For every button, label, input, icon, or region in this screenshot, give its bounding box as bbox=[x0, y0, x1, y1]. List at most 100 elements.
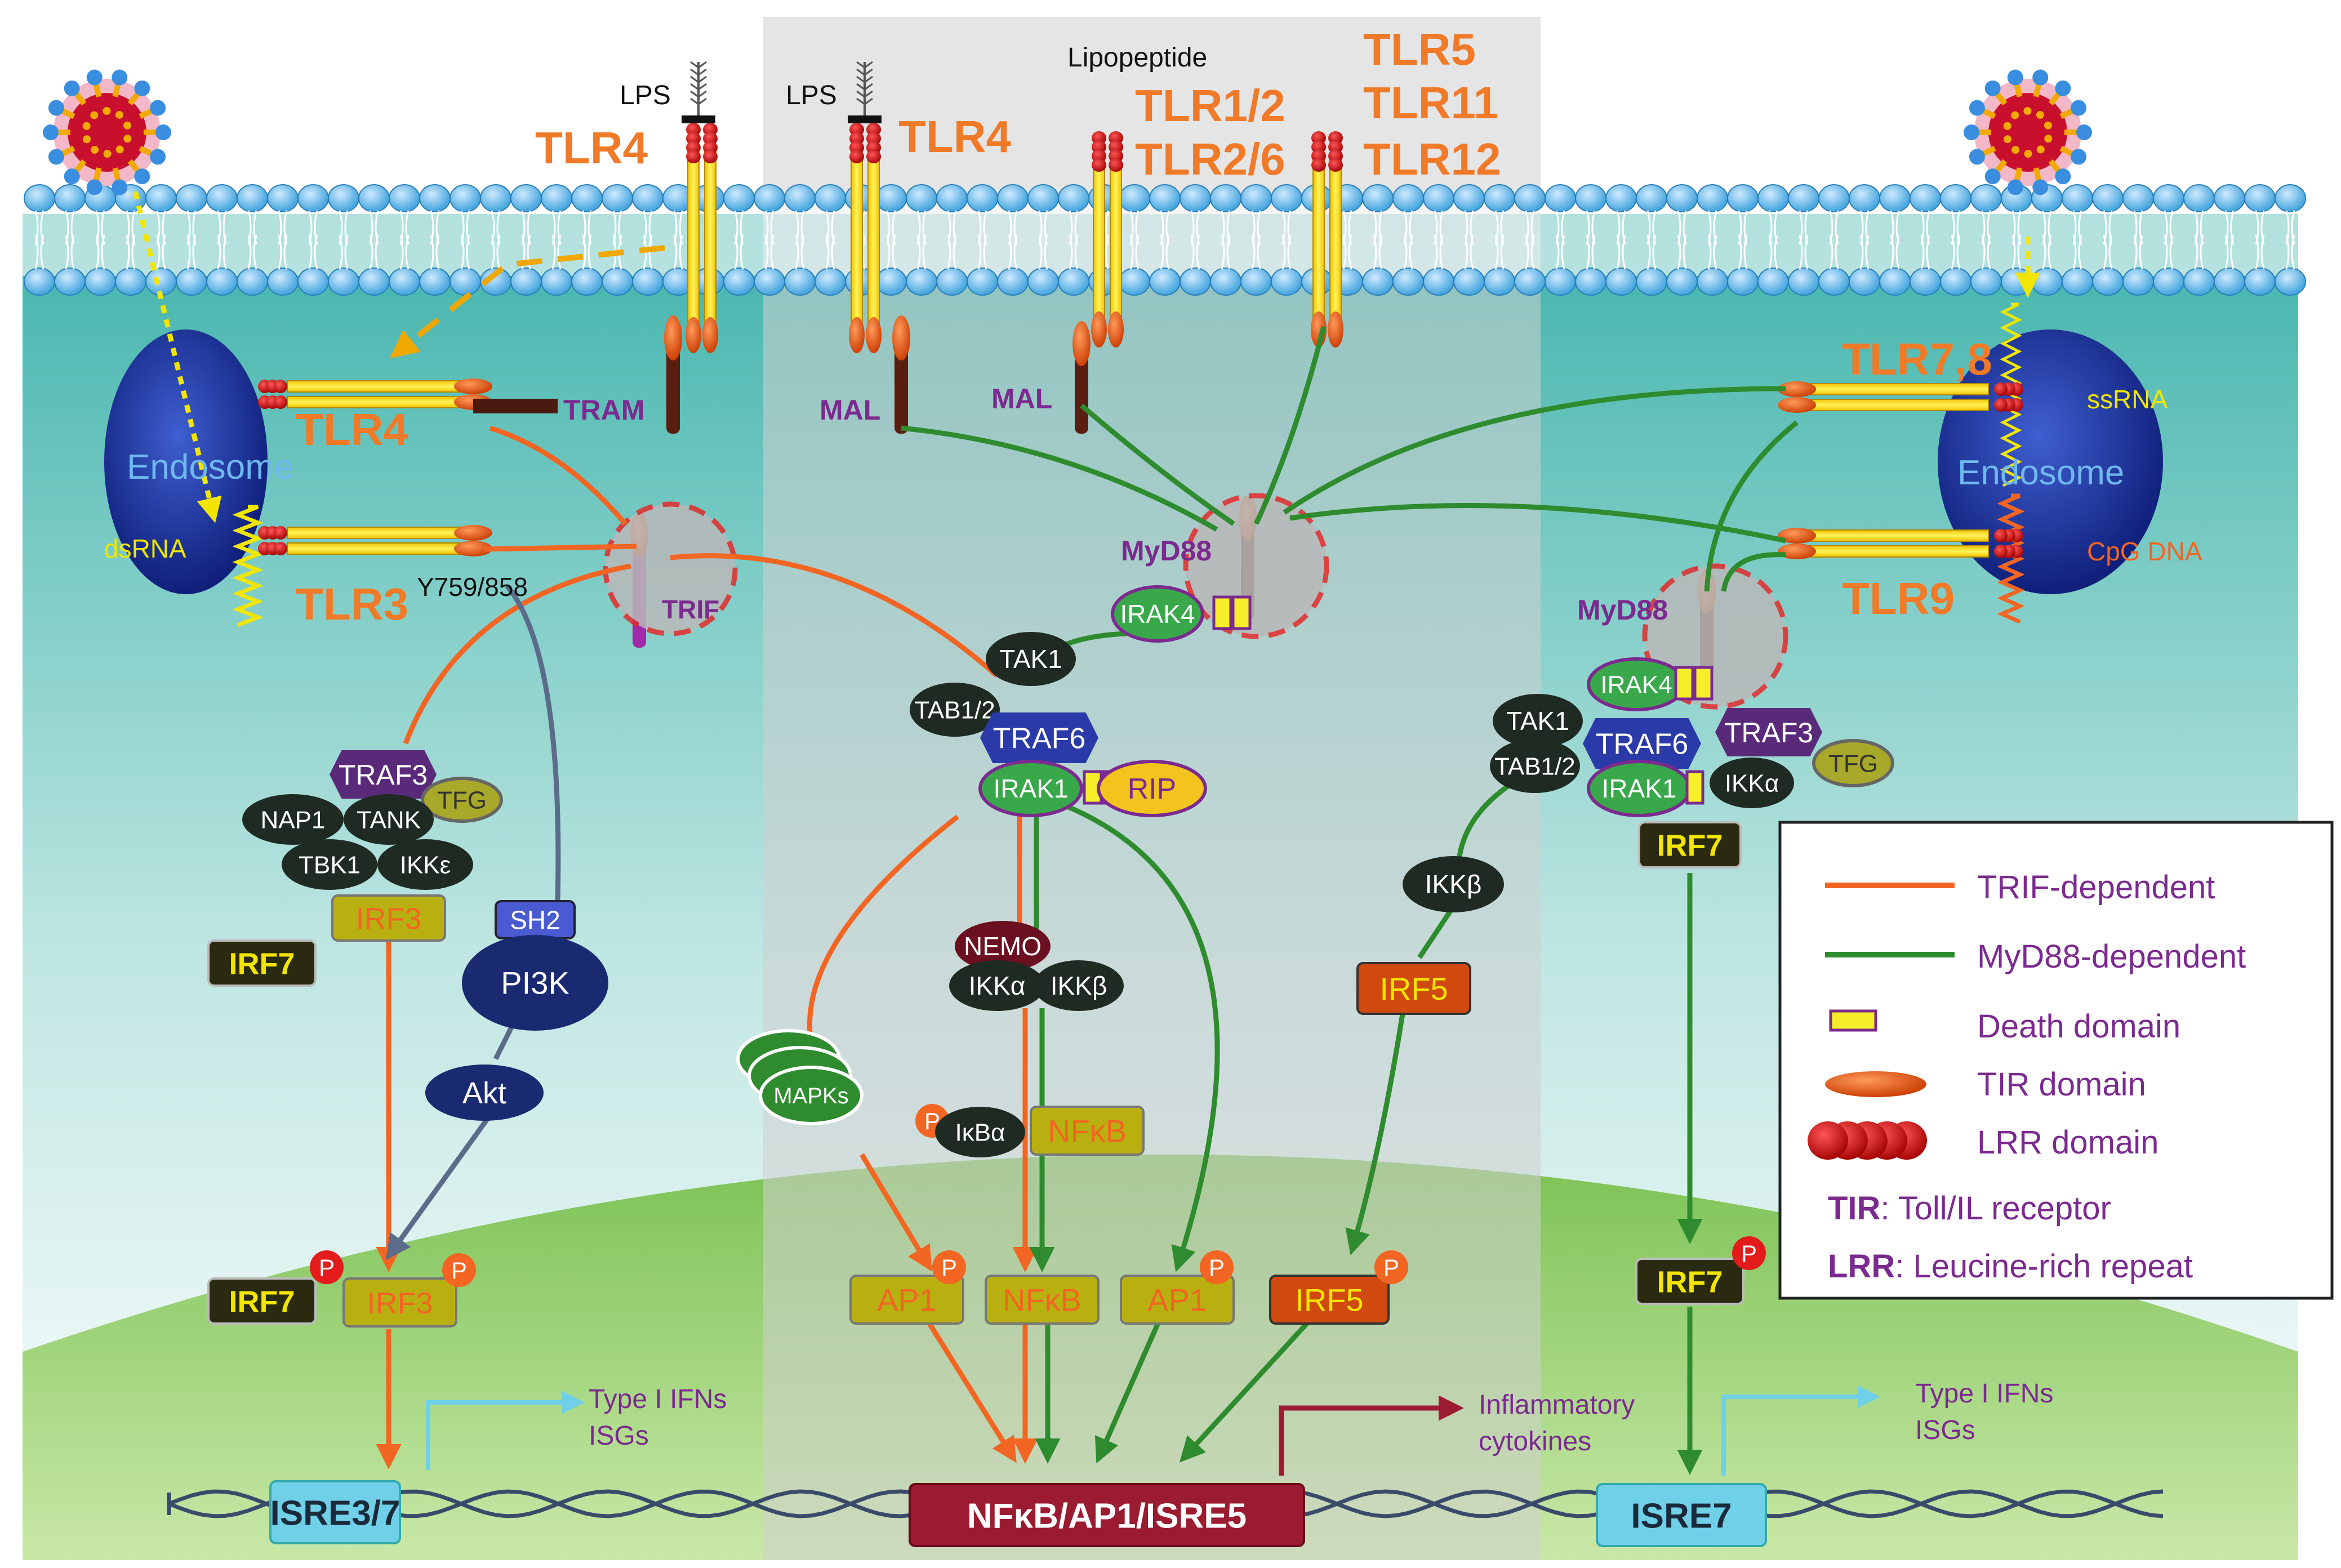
nap1: NAP1 bbox=[242, 794, 344, 845]
dsrna-label: dsRNA bbox=[104, 534, 186, 563]
traf6-right-label: TRAF6 bbox=[1596, 728, 1689, 761]
ikba-label: IκBα bbox=[955, 1119, 1005, 1146]
tfg-left: TFG bbox=[421, 777, 503, 823]
path-irak1-ap1 bbox=[1063, 803, 1220, 1272]
tab12-right: TAB1/2 bbox=[1490, 739, 1580, 793]
ikkb-mid: IKKβ bbox=[1034, 960, 1124, 1011]
nfkb-cytoplasm: NFκB bbox=[1030, 1106, 1145, 1156]
legend-myd88-dependent: MyD88-dependent bbox=[1977, 938, 2246, 975]
tlr78-label: TLR7,8 bbox=[1842, 334, 1992, 384]
path-akt-irf3p bbox=[385, 1113, 492, 1260]
path-tlr9-myd88r bbox=[1721, 552, 1786, 592]
path-tlr3-trif bbox=[484, 544, 637, 552]
svg-text:P: P bbox=[941, 1254, 957, 1281]
irf5-phospho-label: IRF5 bbox=[1295, 1282, 1363, 1318]
tlr3-receptor bbox=[258, 525, 492, 556]
tlr5-label: TLR5 bbox=[1363, 24, 1476, 74]
ap1-a-label: AP1 bbox=[877, 1282, 937, 1318]
svg-text:P: P bbox=[1209, 1254, 1225, 1281]
lps-molecule-mid bbox=[848, 61, 882, 123]
transcription-arrow-right bbox=[1721, 1386, 1880, 1476]
isre7-promoter: ISRE7 bbox=[1596, 1483, 1767, 1547]
nemo-label: NEMO bbox=[964, 932, 1042, 961]
irf3-left: IRF3 bbox=[331, 894, 446, 942]
irf3-phospho-left-label: IRF3 bbox=[367, 1286, 433, 1320]
path-irf5-irf5p bbox=[1345, 1013, 1405, 1255]
rip-label: RIP bbox=[1128, 773, 1177, 805]
tlr4-label-surface-left: TLR4 bbox=[535, 123, 648, 173]
virus-right bbox=[1964, 69, 2092, 195]
akt-label: Akt bbox=[462, 1076, 506, 1110]
tbk1-label: TBK1 bbox=[299, 851, 361, 879]
plasma-membrane bbox=[23, 184, 2306, 296]
traf6-right: TRAF6 bbox=[1583, 718, 1701, 769]
trif-label: TRIF bbox=[662, 595, 719, 624]
legend-tir-domain-icon bbox=[1825, 1071, 1926, 1097]
traf6-mid: TRAF6 bbox=[980, 712, 1098, 763]
tlr26-label: TLR2/6 bbox=[1135, 134, 1285, 184]
path-trif-traf3 bbox=[403, 563, 631, 745]
rip: RIP bbox=[1097, 760, 1207, 817]
cytokines-label: cytokines bbox=[1479, 1427, 1591, 1456]
tbk1: TBK1 bbox=[282, 839, 377, 890]
irf3-phospho-left: IRF3 bbox=[342, 1277, 457, 1328]
phospho-irf5: P bbox=[1374, 1250, 1408, 1284]
mal-adaptor-1 bbox=[892, 315, 910, 434]
irak1-mid: IRAK1 bbox=[978, 760, 1083, 817]
tlr9-label: TLR9 bbox=[1842, 573, 1955, 623]
irf7-phospho-right: IRF7 bbox=[1635, 1258, 1744, 1305]
dsrna-strand bbox=[232, 505, 264, 627]
mapks: MAPKs bbox=[759, 1066, 864, 1125]
ap1-a: AP1 bbox=[849, 1275, 964, 1325]
irf7-phospho-left: IRF7 bbox=[207, 1277, 317, 1325]
irf7-right: IRF7 bbox=[1638, 821, 1742, 868]
lps-molecule-left bbox=[682, 61, 715, 123]
ikkb-right: IKKβ bbox=[1403, 856, 1504, 912]
path-y759-pi3k bbox=[505, 584, 561, 902]
type-i-ifns-label-right: Type I IFNs bbox=[1915, 1379, 2053, 1409]
tab12-mid: TAB1/2 bbox=[910, 683, 1000, 737]
ikka-right: IKKα bbox=[1710, 758, 1794, 808]
myd88-label-mid: MyD88 bbox=[1121, 535, 1212, 567]
path-tlr9-myd88 bbox=[1289, 503, 1786, 544]
mal-label-2: MAL bbox=[991, 383, 1052, 415]
path-tlr78-myd88 bbox=[1283, 386, 1786, 515]
irf7-right-label: IRF7 bbox=[1657, 828, 1723, 862]
irak1-mid-label: IRAK1 bbox=[994, 774, 1069, 803]
nfkb-nucleus-label: NFκB bbox=[1003, 1282, 1082, 1318]
tlr4-receptor-mid bbox=[849, 123, 882, 353]
phospho-irf3-left: P bbox=[442, 1253, 476, 1287]
death-domain-right bbox=[1674, 666, 1714, 701]
legend-box bbox=[1778, 821, 2334, 1300]
irf5-phospho: IRF5 bbox=[1269, 1275, 1390, 1325]
irak1-right: IRAK1 bbox=[1587, 760, 1692, 817]
legend-trif-dependent: TRIF-dependent bbox=[1977, 869, 2215, 906]
tab12-right-label: TAB1/2 bbox=[1494, 752, 1575, 780]
isre37-promoter: ISRE3/7 bbox=[269, 1480, 401, 1544]
irak4-mid-label: IRAK4 bbox=[1120, 599, 1195, 629]
ikba: IκBα bbox=[935, 1107, 1025, 1157]
endosome-left bbox=[104, 329, 268, 594]
ikka-mid-label: IKKα bbox=[969, 971, 1026, 1000]
virus-entry-arrow-left bbox=[132, 190, 222, 523]
traf3-left-label: TRAF3 bbox=[339, 759, 428, 791]
legend-death-domain: Death domain bbox=[1977, 1008, 2180, 1045]
tak1-right: TAK1 bbox=[1493, 694, 1583, 748]
ikka-right-label: IKKα bbox=[1725, 769, 1779, 797]
nfkb-cytoplasm-label: NFκB bbox=[1048, 1113, 1127, 1149]
irf3-left-label: IRF3 bbox=[355, 902, 421, 936]
type-i-ifns-label-left: Type I IFNs bbox=[589, 1384, 727, 1414]
legend-lrr-def: LRR: Leucine-rich repeat bbox=[1828, 1248, 2193, 1285]
legend-lrr-domain-icon bbox=[1808, 1121, 1927, 1160]
tlr3-label: TLR3 bbox=[296, 579, 408, 629]
endosome-right bbox=[1938, 329, 2163, 594]
nfkb-nucleus: NFκB bbox=[985, 1275, 1100, 1325]
tlr11-label: TLR11 bbox=[1363, 78, 1498, 128]
tlr12b-label: TLR12 bbox=[1363, 134, 1501, 184]
legend-tir-domain: TIR domain bbox=[1977, 1066, 2146, 1103]
tlr4-internalization-arrow bbox=[390, 245, 665, 359]
pi3k: PI3K bbox=[462, 935, 608, 1031]
transcription-arrow-mid bbox=[1279, 1395, 1464, 1476]
nemo: NEMO bbox=[955, 921, 1051, 972]
death-domain-irak1-right bbox=[1685, 770, 1704, 805]
